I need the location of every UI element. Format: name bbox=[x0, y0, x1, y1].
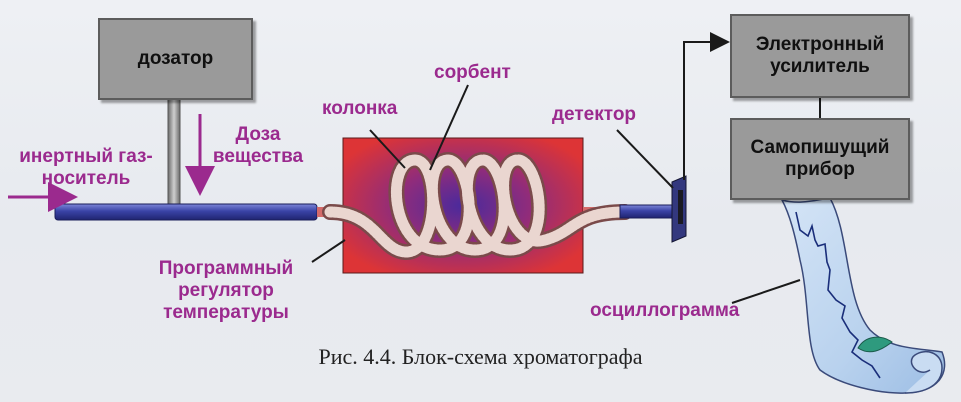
regulator-label: Программный регулятор температуры bbox=[158, 258, 294, 323]
signal-line bbox=[683, 32, 730, 180]
oscillogram-label: осциллограмма bbox=[590, 300, 740, 321]
sorbent-label: сорбент bbox=[434, 62, 511, 83]
figure-caption: Рис. 4.4. Блок-схема хроматографа bbox=[318, 344, 643, 369]
carrier-tube bbox=[54, 203, 318, 221]
column-label: колонка bbox=[322, 98, 398, 119]
detector-label: детектор bbox=[552, 104, 637, 125]
oscillogram-paper bbox=[780, 197, 946, 394]
carrier-gas-label: инертный газ- носитель bbox=[19, 146, 153, 189]
oscillogram-trace bbox=[795, 211, 881, 379]
dosator-block: дозатор bbox=[98, 18, 253, 100]
detector-tube bbox=[619, 204, 676, 219]
dose-label: Доза вещества bbox=[212, 124, 304, 167]
detector-pointer bbox=[616, 129, 674, 189]
amplifier-block: Электронный усилитель bbox=[730, 14, 910, 98]
coiled-column bbox=[322, 151, 633, 260]
oscillogram-pointer bbox=[731, 279, 801, 304]
recorder-block: Самопишущий прибор bbox=[730, 118, 910, 200]
column-pointer bbox=[369, 129, 406, 169]
sorbent-pointer bbox=[429, 84, 469, 171]
regulator-pointer bbox=[311, 239, 346, 263]
detector-face bbox=[678, 190, 683, 224]
